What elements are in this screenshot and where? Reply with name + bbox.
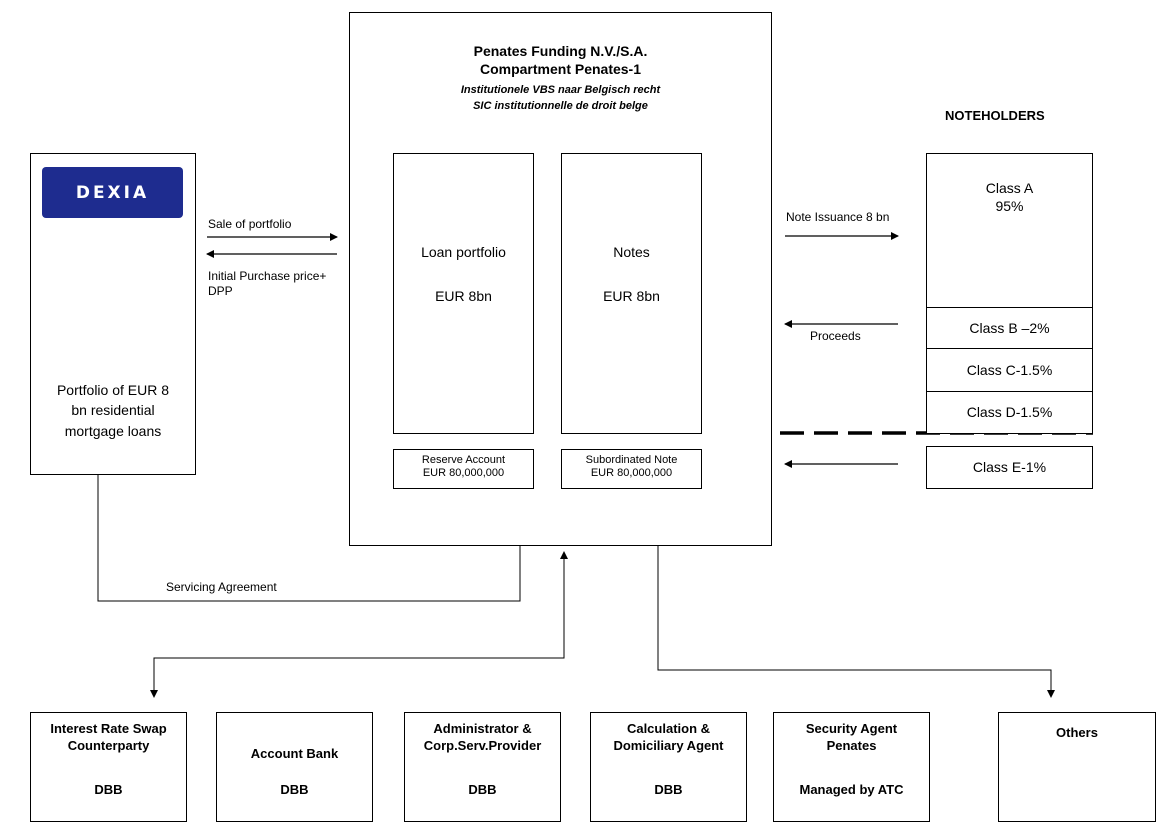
purchase-price-label: Initial Purchase price+ DPP <box>208 269 326 299</box>
class-d-label: Class D-1.5% <box>966 404 1053 420</box>
class-e-box: Class E-1% <box>926 446 1093 489</box>
issuer-subtitle: Institutionele VBS naar Belgisch recht S… <box>349 83 772 115</box>
reserve-account-line1: Reserve Account <box>421 454 506 466</box>
noteholders-classes-box: Class A 95% Class B –2% Class C-1.5% Cla… <box>926 153 1093 434</box>
service-role-calculation-agent: Calculation & Domiciliary Agent <box>591 721 746 755</box>
subordinated-note-box <box>561 449 702 489</box>
notes-amount: EUR 8bn <box>603 288 660 304</box>
service-role-interest-rate-swap: Interest Rate Swap Counterparty <box>31 721 186 755</box>
service-entity-calculation-agent: DBB <box>654 782 683 797</box>
service-role-administrator: Administrator & Corp.Serv.Provider <box>405 721 560 755</box>
loan-portfolio-box <box>393 153 534 434</box>
loan-portfolio-amount: EUR 8bn <box>435 288 492 304</box>
dexia-portfolio-line3: mortgage loans <box>64 422 162 439</box>
proceeds-label: Proceeds <box>810 329 861 343</box>
issuer-title-line2: Compartment Penates-1 <box>479 61 642 78</box>
service-role-line1: Calculation & <box>626 721 711 736</box>
class-b-row: Class B –2% <box>927 307 1092 348</box>
reserve-account-line2: EUR 80,000,000 <box>422 467 505 480</box>
reserve-account-box <box>393 449 534 489</box>
purchase-price-line1: Initial Purchase price+ <box>208 269 327 283</box>
service-role-line1: Administrator & <box>433 721 532 736</box>
dexia-portfolio-line1: Portfolio of EUR 8 <box>56 382 170 398</box>
issuer-subtitle-line1: Institutionele VBS naar Belgisch recht <box>460 84 661 96</box>
service-role-line2: Penates <box>826 737 877 753</box>
noteholders-heading: NOTEHOLDERS <box>945 108 1045 123</box>
purchase-price-line2: DPP <box>208 284 233 298</box>
service-box-account-bank: Account Bank DBB <box>216 712 373 822</box>
dexia-portfolio-description: Portfolio of EUR 8 bn residential mortga… <box>30 380 196 441</box>
class-a-label: Class A <box>985 180 1034 196</box>
note-issuance-label: Note Issuance 8 bn <box>786 210 890 224</box>
dexia-portfolio-line2: bn residential <box>71 402 155 419</box>
notes-box <box>561 153 702 434</box>
issuer-subtitle-line2: SIC institutionnelle de droit belge <box>473 99 648 112</box>
service-role-others: Others <box>1056 725 1098 740</box>
class-c-row: Class C-1.5% <box>927 348 1092 391</box>
service-role-line2: Domiciliary Agent <box>613 737 724 753</box>
service-entity-security-agent: Managed by ATC <box>799 782 904 797</box>
service-role-line2: Corp.Serv.Provider <box>423 737 542 753</box>
notes-label: Notes <box>613 244 650 260</box>
subordinated-note-text: Subordinated Note EUR 80,000,000 <box>561 454 702 480</box>
class-e-label: Class E-1% <box>972 459 1047 475</box>
class-c-label: Class C-1.5% <box>966 362 1053 378</box>
service-entity-account-bank: DBB <box>280 782 309 797</box>
servicing-agreement-label: Servicing Agreement <box>166 580 277 594</box>
service-box-calculation-agent: Calculation & Domiciliary Agent DBB <box>590 712 747 822</box>
class-d-row: Class D-1.5% <box>927 391 1092 433</box>
dexia-logo-text: DEXIA <box>75 182 150 203</box>
service-entity-administrator: DBB <box>468 782 497 797</box>
service-role-line2: Counterparty <box>67 737 150 753</box>
subordinated-note-line1: Subordinated Note <box>585 454 678 466</box>
class-a-text: Class A 95% <box>927 180 1092 215</box>
services-right-connector <box>657 546 1055 698</box>
service-entity-interest-rate-swap: DBB <box>94 782 123 797</box>
service-box-security-agent: Security Agent Penates Managed by ATC <box>773 712 930 822</box>
service-box-others: Others <box>998 712 1156 822</box>
services-left-connector <box>153 551 568 692</box>
subordinated-note-line2: EUR 80,000,000 <box>590 467 673 480</box>
dexia-logo: DEXIA <box>42 167 183 218</box>
service-role-security-agent: Security Agent Penates <box>774 721 929 755</box>
service-box-administrator: Administrator & Corp.Serv.Provider DBB <box>404 712 561 822</box>
service-role-line1: Security Agent <box>805 721 898 736</box>
loan-portfolio-label: Loan portfolio <box>421 244 506 260</box>
issuer-title-line1: Penates Funding N.V./S.A. <box>473 43 648 59</box>
service-box-interest-rate-swap: Interest Rate Swap Counterparty DBB <box>30 712 187 822</box>
service-role-line1: Interest Rate Swap <box>50 721 167 736</box>
service-role-account-bank: Account Bank <box>250 746 339 761</box>
sale-of-portfolio-label: Sale of portfolio <box>208 217 292 231</box>
class-b-label: Class B –2% <box>969 320 1050 336</box>
class-a-pct: 95% <box>995 197 1024 214</box>
issuer-title: Penates Funding N.V./S.A. Compartment Pe… <box>349 42 772 78</box>
reserve-account-text: Reserve Account EUR 80,000,000 <box>393 454 534 480</box>
